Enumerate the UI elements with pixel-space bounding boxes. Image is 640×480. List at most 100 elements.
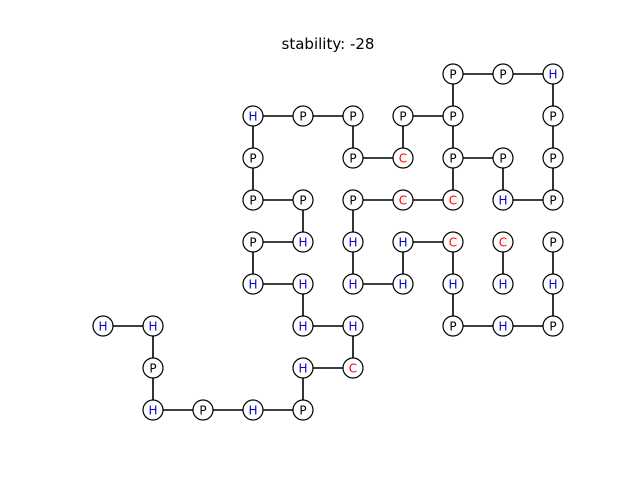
residue-circle (542, 231, 564, 253)
residue-label: P (199, 404, 206, 418)
residue-label: P (499, 68, 506, 82)
residue-label: P (149, 362, 156, 376)
residue-circle (192, 399, 214, 421)
residue-node: H (242, 105, 264, 127)
residue-node: P (292, 105, 314, 127)
residue-circle (542, 315, 564, 337)
residue-label: H (448, 278, 457, 292)
residue-label: P (299, 110, 306, 124)
residue-circle (442, 105, 464, 127)
residue-circle (392, 147, 414, 169)
residue-label: P (249, 194, 256, 208)
residue-node: H (142, 399, 164, 421)
residue-label: H (498, 278, 507, 292)
residue-label: H (298, 236, 307, 250)
residue-label: C (449, 194, 457, 208)
residue-label: P (549, 236, 556, 250)
residue-node: H (342, 231, 364, 253)
residue-label: P (349, 194, 356, 208)
residue-label: P (349, 152, 356, 166)
residue-circle (492, 63, 514, 85)
residue-circle (342, 315, 364, 337)
residue-label: H (248, 110, 257, 124)
residue-circle (442, 189, 464, 211)
residue-circle (542, 147, 564, 169)
residue-node: H (492, 189, 514, 211)
residue-node: H (392, 231, 414, 253)
residue-circle (392, 105, 414, 127)
residue-label: H (248, 278, 257, 292)
residue-node: H (442, 273, 464, 295)
residue-label: P (349, 110, 356, 124)
residue-circle (442, 147, 464, 169)
residue-label: P (299, 404, 306, 418)
residue-circle (392, 273, 414, 295)
residue-node: C (342, 357, 364, 379)
residue-circle (242, 273, 264, 295)
residue-node: C (392, 147, 414, 169)
residue-circle (342, 189, 364, 211)
residue-label: H (398, 236, 407, 250)
residue-circle (142, 399, 164, 421)
residue-circle (142, 357, 164, 379)
residue-node: P (492, 147, 514, 169)
bond-layer (103, 73, 554, 411)
residue-label: H (248, 404, 257, 418)
residue-node: P (542, 147, 564, 169)
residue-node: P (542, 315, 564, 337)
residue-circle (492, 231, 514, 253)
residue-circle (242, 231, 264, 253)
residue-circle (342, 273, 364, 295)
residue-circle (242, 399, 264, 421)
residue-node: C (442, 189, 464, 211)
residue-node: P (442, 105, 464, 127)
residue-label: H (298, 320, 307, 334)
residue-circle (392, 189, 414, 211)
residue-node: H (292, 315, 314, 337)
residue-circle (292, 315, 314, 337)
residue-circle (392, 231, 414, 253)
residue-label: P (499, 152, 506, 166)
residue-circle (442, 315, 464, 337)
residue-label: H (348, 320, 357, 334)
residue-node: C (442, 231, 464, 253)
residue-circle (292, 105, 314, 127)
residue-circle (242, 105, 264, 127)
residue-label: H (348, 278, 357, 292)
residue-node: H (392, 273, 414, 295)
residue-circle (442, 63, 464, 85)
residue-label: H (548, 68, 557, 82)
residue-node: H (342, 273, 364, 295)
residue-circle (242, 147, 264, 169)
residue-node: H (292, 231, 314, 253)
residue-circle (292, 357, 314, 379)
residue-node: P (342, 147, 364, 169)
residue-node: H (292, 357, 314, 379)
residue-label: P (249, 236, 256, 250)
residue-label: H (498, 320, 507, 334)
residue-circle (542, 273, 564, 295)
residue-label: H (398, 278, 407, 292)
residue-node: H (242, 399, 264, 421)
residue-label: H (148, 404, 157, 418)
residue-node: P (342, 105, 364, 127)
residue-node: H (542, 63, 564, 85)
residue-circle (442, 231, 464, 253)
residue-label: P (449, 110, 456, 124)
residue-circle (542, 105, 564, 127)
residue-label: P (399, 110, 406, 124)
residue-label: H (298, 278, 307, 292)
residue-node: C (492, 231, 514, 253)
residue-label: P (449, 68, 456, 82)
residue-node: P (442, 315, 464, 337)
residue-node: P (292, 189, 314, 211)
residue-label: P (549, 152, 556, 166)
residue-label: P (549, 320, 556, 334)
residue-label: P (299, 194, 306, 208)
residue-node: H (492, 273, 514, 295)
residue-node: H (92, 315, 114, 337)
residue-circle (492, 315, 514, 337)
residue-node: H (492, 315, 514, 337)
residue-circle (142, 315, 164, 337)
residue-circle (292, 189, 314, 211)
